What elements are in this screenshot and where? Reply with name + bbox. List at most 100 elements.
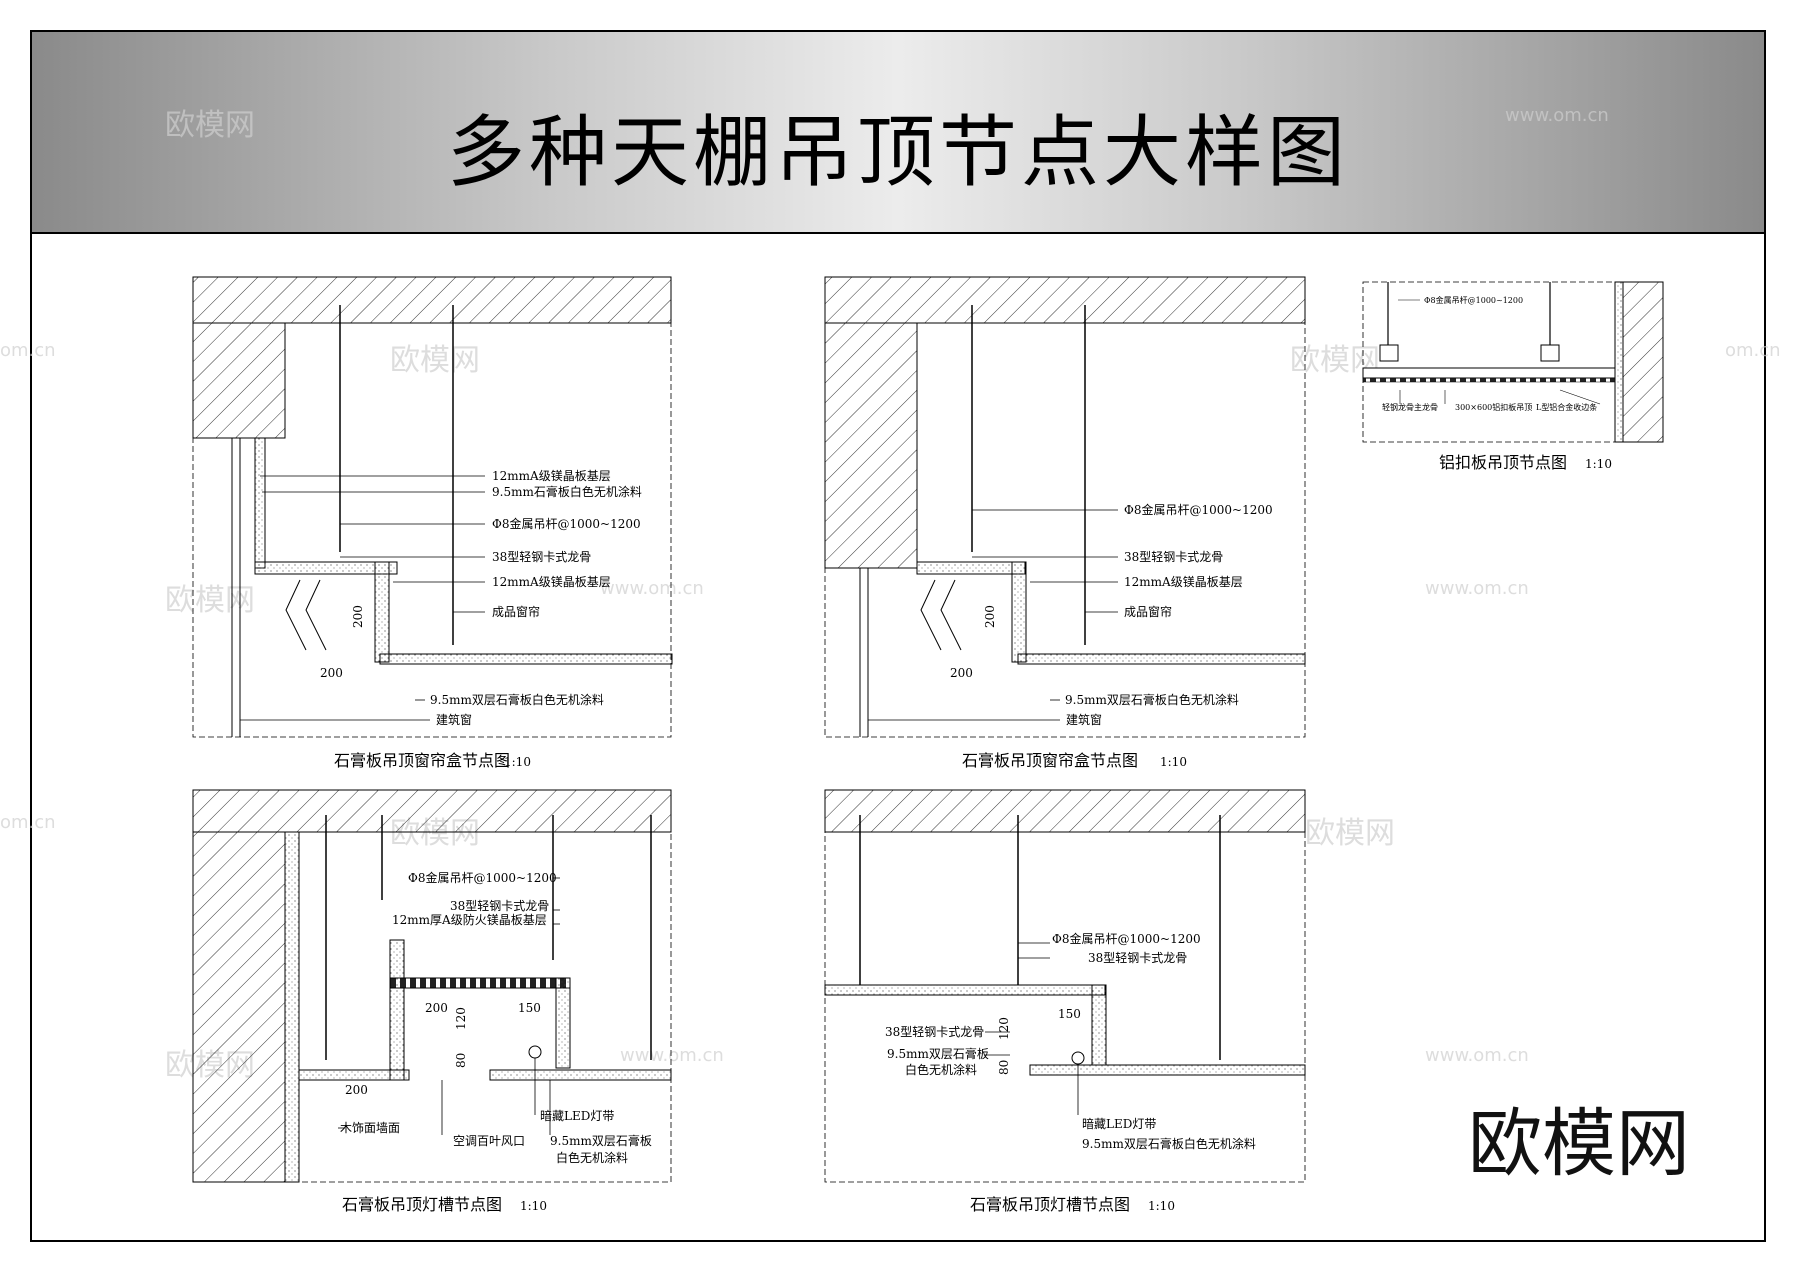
label: 9.5mm双层石膏板: [887, 1046, 989, 1061]
detail-2-curtain-box: Φ8金属吊杆@1000~1200 38型轻钢卡式龙骨 12mmA级镁晶板基层 成…: [824, 276, 1306, 770]
label: Φ8金属吊杆@1000~1200: [408, 870, 557, 885]
concrete-slab: [824, 276, 1306, 324]
concrete-slab: [192, 276, 672, 324]
gypsum-ceiling: [1017, 653, 1306, 665]
detail-1-curtain-box: 12mmA级镁晶板基层 9.5mm石膏板白色无机涂料 Φ8金属吊杆@1000~1…: [192, 276, 673, 770]
label: 38型轻钢卡式龙骨: [1124, 550, 1223, 564]
air-vent: [389, 977, 571, 989]
dimension: 120: [997, 1017, 1011, 1040]
detail-4-light-trough: Φ8金属吊杆@1000~1200 38型轻钢卡式龙骨 12mm厚A级防火镁晶板基…: [192, 789, 672, 1214]
sheet-title: 多种天棚吊顶节点大样图: [446, 108, 1349, 198]
label: 12mmA级镁晶板基层: [1124, 575, 1243, 589]
label: 成品窗帘: [1124, 604, 1172, 619]
label: Φ8金属吊杆@1000~1200: [1052, 931, 1201, 946]
label: Φ8金属吊杆@1000~1200: [1424, 295, 1523, 305]
label: 38型轻钢卡式龙骨: [1088, 951, 1187, 965]
label: 白色无机涂料: [556, 1150, 628, 1165]
label: 9.5mm双层石膏板白色无机涂料: [1065, 692, 1239, 707]
label: 38型轻钢卡式龙骨: [450, 899, 549, 913]
gypsum-ceiling: [379, 653, 673, 665]
dimension: 80: [454, 1053, 468, 1068]
gypsum-ceiling: [298, 1069, 410, 1081]
watermark-url: om.cn: [1725, 340, 1781, 361]
label: Φ8金属吊杆@1000~1200: [492, 516, 641, 531]
label: 12mmA级镁晶板基层: [492, 575, 611, 589]
label: 暗藏LED灯带: [1082, 1116, 1156, 1131]
curtain-box-side: [1011, 561, 1027, 663]
detail-caption: 石膏板吊顶窗帘盒节点图: [334, 751, 510, 770]
detail-caption: 石膏板吊顶灯槽节点图: [970, 1195, 1130, 1214]
dimension: 200: [983, 605, 997, 628]
label: Φ8金属吊杆@1000~1200: [1124, 502, 1273, 517]
detail-caption: 铝扣板吊顶节点图: [1439, 453, 1567, 472]
label: L型铝合金收边条: [1536, 402, 1597, 412]
watermark-logo: 欧模网: [1305, 816, 1395, 851]
concrete-slab: [824, 789, 1306, 833]
detail-5-light-trough: Φ8金属吊杆@1000~1200 38型轻钢卡式龙骨 38型轻钢卡式龙骨 9.5…: [824, 789, 1306, 1214]
label: 空调百叶风口: [453, 1134, 525, 1148]
label: 9.5mm双层石膏板: [550, 1133, 652, 1148]
label: 白色无机涂料: [905, 1062, 977, 1077]
label: 12mm厚A级防火镁晶板基层: [392, 912, 547, 927]
label: 木饰面墙面: [340, 1121, 400, 1135]
concrete-slab: [192, 789, 672, 833]
label: 300×600铝扣板吊顶: [1455, 402, 1532, 412]
curtain: [285, 579, 327, 651]
gypsum-ceiling: [1029, 1064, 1306, 1076]
label: 9.5mm石膏板白色无机涂料: [492, 484, 642, 499]
hanger-clip: [1540, 344, 1560, 362]
concrete-wall: [824, 322, 918, 569]
detail-scale: 1:10: [1160, 755, 1187, 769]
gypsum-ceiling: [489, 1069, 672, 1081]
led-strip: [528, 1045, 542, 1059]
led-strip: [1071, 1051, 1085, 1065]
trough-side: [1091, 984, 1107, 1066]
sheet-frame: [30, 30, 1766, 1242]
dimension: 150: [518, 1001, 541, 1015]
watermark-url: om.cn: [0, 812, 56, 833]
curtain-box-side: [374, 561, 390, 663]
dimension: 120: [454, 1007, 468, 1030]
curtain: [920, 579, 962, 651]
watermark-url: om.cn: [0, 340, 56, 361]
label: 轻钢龙骨主龙骨: [1382, 402, 1438, 412]
detail-scale: 1:10: [504, 755, 531, 769]
wall-board: [1614, 281, 1624, 443]
detail-scale: 1:10: [520, 1199, 547, 1213]
wood-veneer-wall: [284, 831, 300, 1183]
hanger-clip: [1379, 344, 1399, 362]
label: 9.5mm双层石膏板白色无机涂料: [1082, 1136, 1256, 1151]
label: 38型轻钢卡式龙骨: [885, 1025, 984, 1039]
watermark-url: www.om.cn: [1425, 1045, 1529, 1066]
title-band: 多种天棚吊顶节点大样图: [32, 32, 1764, 234]
label: 成品窗帘: [492, 604, 540, 619]
dimension: 200: [345, 1083, 368, 1097]
gypsum-ceiling: [824, 984, 1106, 996]
dimension: 200: [425, 1001, 448, 1015]
label: 暗藏LED灯带: [540, 1108, 614, 1123]
detail-scale: 1:10: [1585, 457, 1612, 471]
detail-scale: 1:10: [1148, 1199, 1175, 1213]
wall-board: [254, 437, 266, 569]
label: 9.5mm双层石膏板白色无机涂料: [430, 692, 604, 707]
label: 建筑窗: [1066, 712, 1102, 727]
curtain-box-top: [916, 561, 1026, 575]
watermark-logo: 欧模网: [390, 343, 480, 378]
dimension: 200: [320, 666, 343, 680]
watermark-url: www.om.cn: [1425, 578, 1529, 599]
detail-caption: 石膏板吊顶窗帘盒节点图: [962, 751, 1138, 770]
watermark-url: www.om.cn: [620, 1045, 724, 1066]
aluminum-panel: [1362, 377, 1616, 383]
brand-logo: 欧模网: [1468, 1101, 1690, 1187]
detail-3-aluminum-ceiling: Φ8金属吊杆@1000~1200 轻钢龙骨主龙骨 300×600铝扣板吊顶 L型…: [1362, 281, 1664, 472]
drop-side: [389, 939, 405, 1081]
label: 12mmA级镁晶板基层: [492, 469, 611, 483]
trough-side: [555, 977, 571, 1069]
label: 38型轻钢卡式龙骨: [492, 550, 591, 564]
dimension: 200: [351, 605, 365, 628]
main-keel: [1362, 367, 1616, 379]
dimension: 200: [950, 666, 973, 680]
curtain-box-top: [254, 561, 398, 575]
detail-caption: 石膏板吊顶灯槽节点图: [342, 1195, 502, 1214]
